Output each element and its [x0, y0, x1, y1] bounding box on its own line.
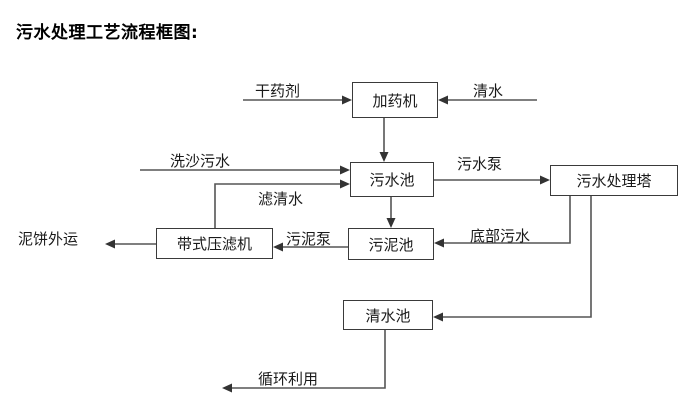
arrowhead-sewage-to-sludge	[386, 218, 396, 228]
node-clean-pool[interactable]: 清水池	[343, 300, 433, 330]
arrowhead-bottom-sewage	[434, 238, 444, 248]
arrowhead-recycle-use	[222, 383, 232, 393]
label-sewage-pump: 污水泵	[457, 155, 503, 173]
label-dry-agent: 干药剂	[255, 82, 301, 100]
wire-filtrate-water	[214, 183, 343, 228]
label-sludge-pump: 污泥泵	[286, 230, 332, 248]
wire-recycle-use	[229, 330, 386, 389]
wire-bottom-sewage	[441, 196, 571, 244]
node-sludge-pool[interactable]: 污泥池	[348, 228, 434, 260]
label-clean-water-in: 清水	[473, 82, 504, 100]
arrowhead-sewage-pump	[540, 175, 550, 185]
arrowhead-mud-cake-out	[105, 239, 115, 249]
arrowhead-filtrate-water	[340, 179, 350, 189]
label-mud-cake-out: 泥饼外运	[18, 230, 79, 248]
node-treatment-tower[interactable]: 污水处理塔	[550, 165, 678, 196]
label-recycle-use: 循环利用	[258, 370, 319, 388]
label-sand-wash-water: 洗沙污水	[170, 152, 231, 170]
arrowhead-clean-water-in	[438, 95, 448, 105]
wire-tower-to-clean	[440, 196, 592, 318]
arrowhead-sand-wash-water	[340, 165, 350, 175]
arrowhead-tower-to-clean	[433, 312, 443, 322]
page-title: 污水处理工艺流程框图:	[16, 23, 199, 43]
arrowhead-dosing-to-sewage	[379, 152, 389, 162]
label-bottom-sewage: 底部污水	[470, 227, 531, 245]
arrowhead-sludge-pump	[273, 242, 283, 252]
node-sewage-pool[interactable]: 污水池	[350, 162, 434, 197]
label-filtrate-water: 滤清水	[258, 190, 304, 208]
node-belt-filter[interactable]: 带式压滤机	[156, 228, 273, 259]
node-dosing-machine[interactable]: 加药机	[352, 82, 438, 118]
arrowhead-dry-agent	[342, 95, 352, 105]
